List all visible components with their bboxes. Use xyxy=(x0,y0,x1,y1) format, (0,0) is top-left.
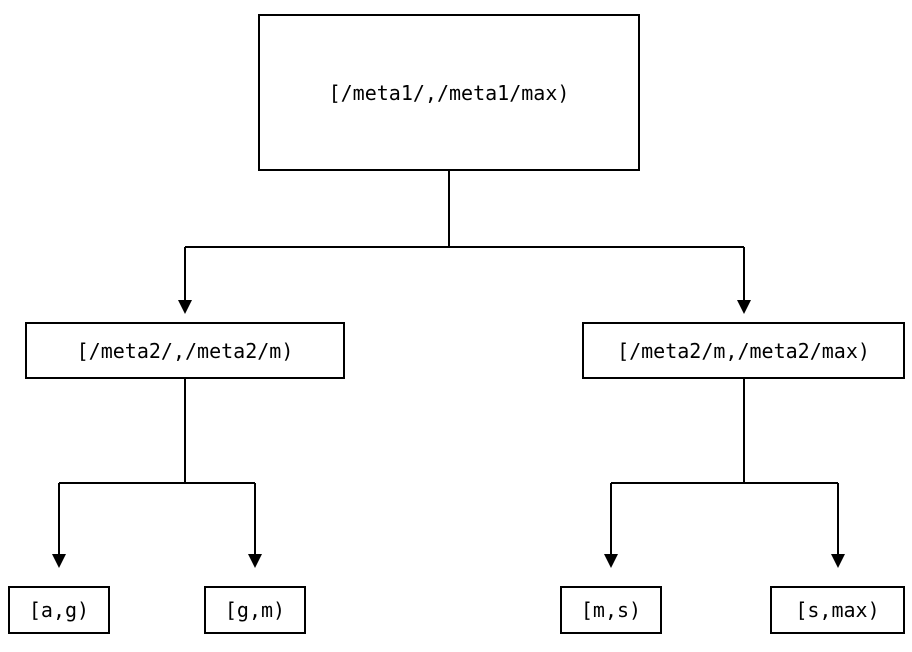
leaf-node-gm: [g,m) xyxy=(204,586,306,634)
node-left-child: [/meta2/,/meta2/m) xyxy=(25,322,345,379)
arrow-down-icon xyxy=(604,554,618,568)
arrow-down-icon xyxy=(831,554,845,568)
arrow-down-icon xyxy=(178,300,192,314)
leaf-node-ag: [a,g) xyxy=(8,586,110,634)
leaf-node-smax: [s,max) xyxy=(770,586,905,634)
node-root-label: [/meta1/,/meta1/max) xyxy=(328,80,570,105)
leaf-node-ms: [m,s) xyxy=(560,586,662,634)
leaf-node-ms-label: [m,s) xyxy=(580,598,642,622)
arrow-down-icon xyxy=(248,554,262,568)
leaf-node-gm-label: [g,m) xyxy=(224,598,286,622)
arrow-down-icon xyxy=(52,554,66,568)
node-root: [/meta1/,/meta1/max) xyxy=(258,14,640,171)
leaf-node-ag-label: [a,g) xyxy=(28,598,90,622)
node-left-child-label: [/meta2/,/meta2/m) xyxy=(76,338,294,363)
leaf-node-smax-label: [s,max) xyxy=(795,598,880,622)
node-right-child-label: [/meta2/m,/meta2/max) xyxy=(617,338,870,363)
arrow-down-icon xyxy=(737,300,751,314)
node-right-child: [/meta2/m,/meta2/max) xyxy=(582,322,905,379)
